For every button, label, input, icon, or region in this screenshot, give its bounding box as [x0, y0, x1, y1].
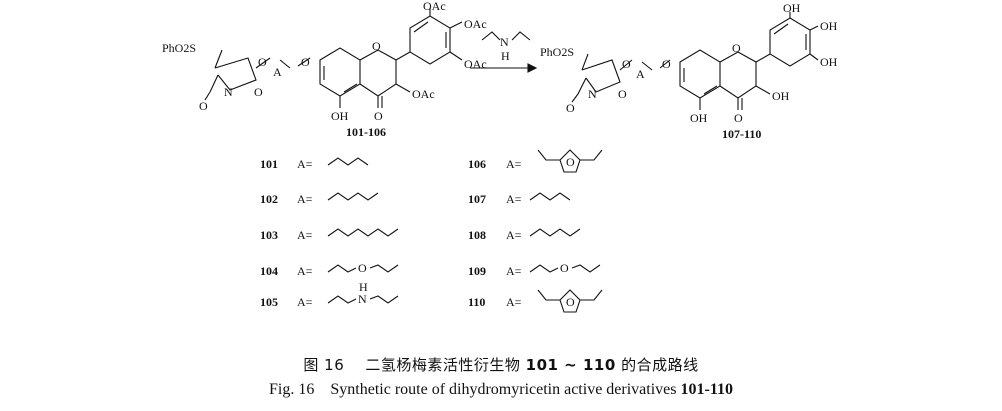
starting-material-structure	[204, 8, 463, 108]
product-compound-label: 107-110	[722, 127, 761, 141]
product-pho2s-label: PhO2S	[540, 45, 574, 59]
start-ring-o2: O	[254, 85, 263, 99]
product-n-oxide: O	[566, 101, 575, 115]
start-oac-2: OAc	[464, 17, 487, 31]
product-pyran-o: O	[732, 41, 741, 55]
linker-id-104: 104	[260, 264, 278, 278]
linker-110-o: O	[566, 295, 575, 309]
start-compound-label: 101-106	[346, 125, 386, 139]
linker-grid-left	[327, 157, 399, 304]
start-ketone-o: O	[374, 109, 383, 123]
a-prefix-106: A=	[506, 157, 522, 171]
a-prefix-102: A=	[297, 192, 313, 206]
linker-id-107: 107	[468, 192, 486, 206]
product-oh-2: OH	[820, 19, 838, 33]
linker-grid-right	[529, 149, 603, 313]
product-o-link1: O	[622, 57, 631, 71]
a-prefix-105: A=	[297, 295, 313, 309]
linker-106-o: O	[566, 155, 575, 169]
linker-id-102: 102	[260, 192, 278, 206]
reagent-n: N	[500, 35, 509, 49]
linker-109-o: O	[560, 261, 569, 275]
product-n-label: N	[588, 87, 597, 101]
product-oh-1: OH	[783, 1, 801, 15]
start-oh: OH	[331, 109, 349, 123]
product-ring-o2: O	[618, 87, 627, 101]
start-oac-1: OAc	[423, 0, 446, 13]
product-oh-4: OH	[772, 89, 790, 103]
start-a-link: A	[273, 65, 282, 79]
caption-cn-fig: 图 16	[303, 356, 345, 374]
linker-id-105: 105	[260, 295, 278, 309]
start-pyran-o: O	[372, 39, 381, 53]
product-oh-5: OH	[690, 111, 708, 125]
a-prefix-107: A=	[506, 192, 522, 206]
caption-chinese: 图 16 二氢杨梅素活性衍生物 101 ~ 110 的合成路线	[0, 354, 1002, 375]
a-prefix-110: A=	[506, 295, 522, 309]
a-prefix-108: A=	[506, 228, 522, 242]
linker-id-109: 109	[468, 264, 486, 278]
synthesis-scheme: PhO2S O A O O N O O OAc OAc OAc OAc OH O…	[162, 0, 838, 313]
linker-id-103: 103	[260, 228, 278, 242]
start-n-oxide: O	[199, 99, 208, 113]
linker-105-nh: H	[359, 280, 368, 294]
linker-id-108: 108	[468, 228, 486, 242]
reagent-h: H	[501, 49, 510, 63]
caption-en-range: 101-110	[680, 381, 733, 398]
linker-id-101: 101	[260, 157, 278, 171]
a-prefix-103: A=	[297, 228, 313, 242]
caption-en-text: Synthetic route of dihydromyricetin acti…	[330, 381, 677, 398]
product-o-link2: O	[662, 57, 671, 71]
start-oac-4: OAc	[412, 87, 435, 101]
start-n-label: N	[224, 85, 233, 99]
caption-cn-range: 101 ~ 110	[525, 356, 616, 374]
caption-en-fig: Fig. 16	[269, 381, 315, 398]
start-o-link2: O	[301, 55, 310, 69]
caption-cn-tail: 的合成路线	[621, 356, 699, 374]
a-prefix-109: A=	[506, 264, 522, 278]
linker-id-106: 106	[468, 157, 486, 171]
a-prefix-101: A=	[297, 157, 313, 171]
start-oac-3: OAc	[464, 57, 487, 71]
start-o-link1: O	[258, 55, 267, 69]
product-ketone-o: O	[734, 111, 743, 125]
caption-english: Fig. 16 Synthetic route of dihydromyrice…	[0, 381, 1002, 399]
caption-cn-text: 二氢杨梅素活性衍生物	[365, 356, 521, 374]
a-prefix-104: A=	[297, 264, 313, 278]
product-structure	[571, 12, 819, 110]
product-oh-3: OH	[820, 55, 838, 69]
linker-id-110: 110	[468, 295, 485, 309]
product-a-link: A	[636, 67, 645, 81]
linker-105-n: N	[358, 292, 367, 306]
linker-104-o: O	[358, 261, 367, 275]
start-pho2s-label: PhO2S	[162, 41, 196, 55]
